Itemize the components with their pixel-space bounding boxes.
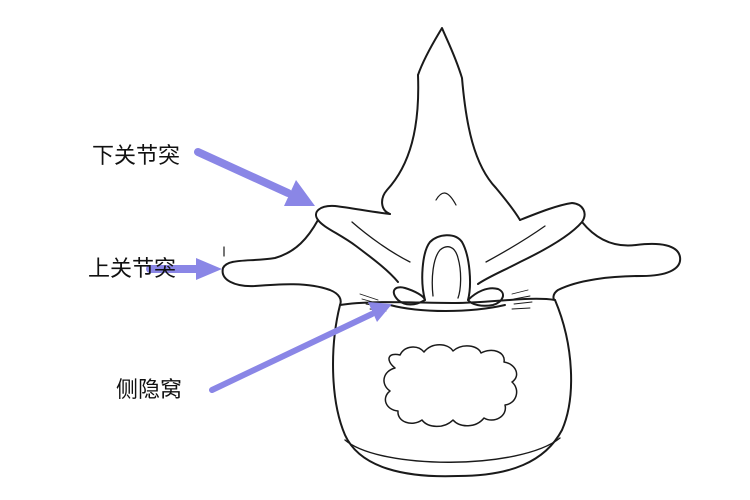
vertebral-body-rim	[344, 437, 561, 463]
canal-floor	[389, 304, 506, 312]
vertebral-foramen	[421, 234, 471, 301]
arrowhead-superior-articular-process	[196, 258, 222, 280]
arrowhead-lateral-recess	[368, 302, 392, 322]
right-lamina	[477, 202, 586, 285]
arrow-inferior-articular-process	[194, 148, 292, 197]
right-recess-loop	[467, 287, 504, 307]
arrow-lateral-recess	[209, 311, 375, 393]
spinous-process	[417, 27, 521, 221]
cancellous-core	[383, 344, 518, 428]
vertebral-body-outline	[332, 297, 573, 478]
arrowhead-inferior-articular-process	[284, 180, 315, 206]
right-hatching	[511, 289, 533, 310]
label-lateral-recess: 侧隐窝	[116, 378, 183, 403]
label-inferior-articular-process: 下关节突	[92, 144, 181, 169]
right-lamina-inner	[485, 225, 546, 263]
right-transverse-process	[552, 221, 682, 301]
left-transverse-process	[221, 219, 342, 306]
left-inferior-articular-process	[315, 204, 399, 283]
label-superior-articular-process: 上关节突	[88, 257, 177, 282]
left-lamina-inner	[351, 221, 411, 263]
left-recess-loop	[392, 286, 426, 306]
left-hatching	[359, 293, 387, 312]
spinous-inner-line	[435, 192, 457, 206]
spinous-process-left	[381, 74, 420, 215]
vertebral-foramen-inner	[431, 246, 462, 299]
